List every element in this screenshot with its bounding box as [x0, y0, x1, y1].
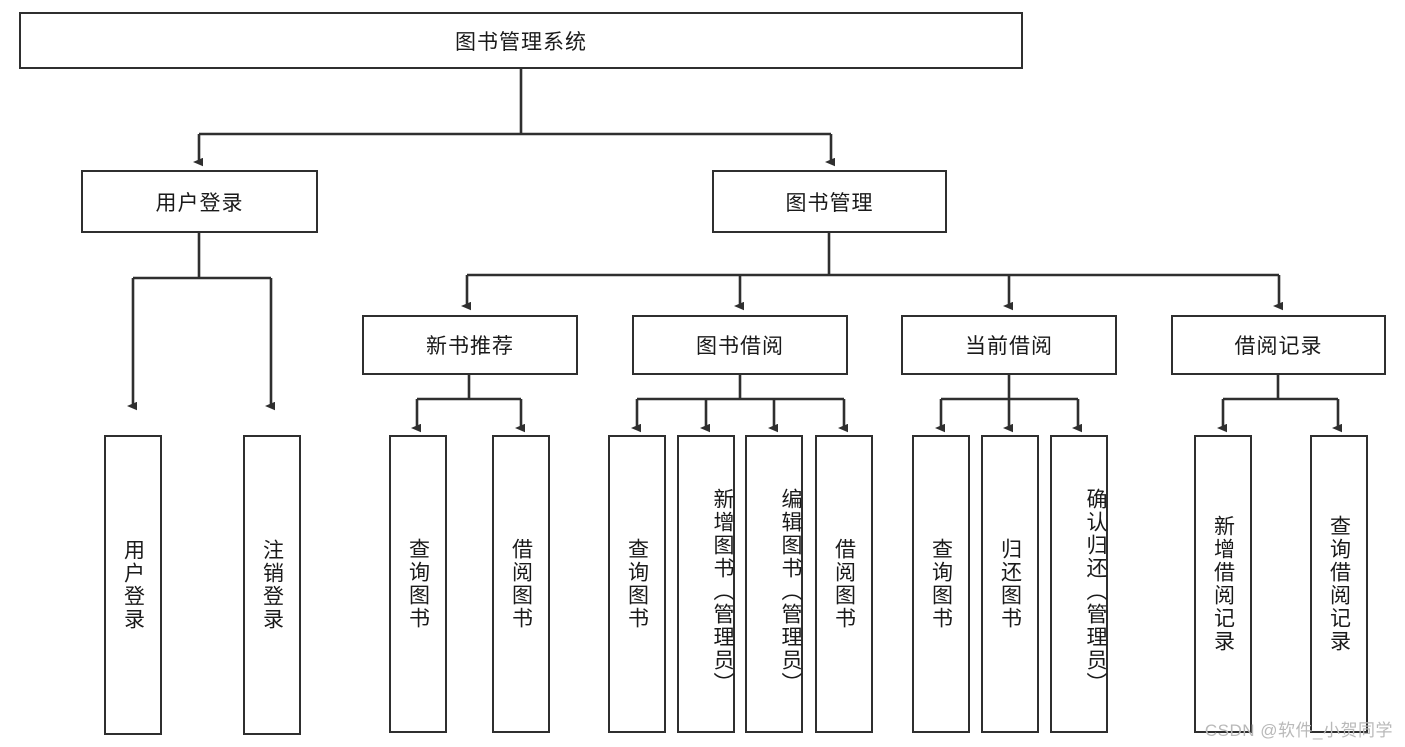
- node-user-login[interactable]: 用户登录: [81, 170, 318, 233]
- node-book-management-label: 图书管理: [785, 191, 874, 215]
- leaf-add-borrow-record[interactable]: 新增借阅记录: [1194, 435, 1252, 733]
- leaf-query-borrow-record[interactable]: 查询借阅记录: [1310, 435, 1368, 733]
- leaf-user-login-label: 用户登录: [121, 539, 145, 631]
- node-borrow-record[interactable]: 借阅记录: [1171, 315, 1386, 375]
- leaf-edit-book-admin[interactable]: 编辑图书（管理员）: [745, 435, 803, 733]
- leaf-borrow-book-2[interactable]: 借阅图书: [815, 435, 873, 733]
- leaf-borrow-book-1[interactable]: 借阅图书: [492, 435, 550, 733]
- leaf-add-book-admin-label: 新增图书（管理员）: [711, 487, 734, 695]
- leaf-query-book-3[interactable]: 查询图书: [912, 435, 970, 733]
- node-current-borrow[interactable]: 当前借阅: [901, 315, 1117, 375]
- leaf-edit-book-admin-label: 编辑图书（管理员）: [779, 487, 802, 695]
- leaf-add-borrow-record-label: 新增借阅记录: [1211, 515, 1235, 653]
- leaf-return-book[interactable]: 归还图书: [981, 435, 1039, 733]
- leaf-query-borrow-record-label: 查询借阅记录: [1327, 515, 1351, 653]
- leaf-query-book-1-label: 查询图书: [406, 538, 430, 630]
- leaf-confirm-return-admin[interactable]: 确认归还（管理员）: [1050, 435, 1108, 733]
- node-root[interactable]: 图书管理系统: [19, 12, 1023, 69]
- leaf-user-login[interactable]: 用户登录: [104, 435, 162, 735]
- leaf-query-book-2[interactable]: 查询图书: [608, 435, 666, 733]
- node-book-borrow-label: 图书借阅: [696, 335, 784, 358]
- watermark-text: CSDN @软件_小贺同学: [1204, 721, 1393, 740]
- node-new-book-recommend-label: 新书推荐: [426, 335, 514, 358]
- leaf-query-book-3-label: 查询图书: [929, 538, 953, 630]
- leaf-add-book-admin[interactable]: 新增图书（管理员）: [677, 435, 735, 733]
- leaf-query-book-2-label: 查询图书: [625, 538, 649, 630]
- node-current-borrow-label: 当前借阅: [965, 335, 1053, 358]
- leaf-logout[interactable]: 注销登录: [243, 435, 301, 735]
- node-root-label: 图书管理系统: [455, 30, 587, 54]
- node-new-book-recommend[interactable]: 新书推荐: [362, 315, 578, 375]
- leaf-query-book-1[interactable]: 查询图书: [389, 435, 447, 733]
- leaf-return-book-label: 归还图书: [998, 538, 1022, 630]
- node-book-borrow[interactable]: 图书借阅: [632, 315, 848, 375]
- node-borrow-record-label: 借阅记录: [1234, 335, 1323, 358]
- leaf-confirm-return-admin-label: 确认归还（管理员）: [1084, 487, 1107, 695]
- node-book-management[interactable]: 图书管理: [712, 170, 947, 233]
- leaf-borrow-book-2-label: 借阅图书: [832, 538, 856, 630]
- leaf-borrow-book-1-label: 借阅图书: [509, 538, 533, 630]
- leaf-logout-label: 注销登录: [260, 539, 284, 631]
- node-user-login-label: 用户登录: [155, 191, 244, 215]
